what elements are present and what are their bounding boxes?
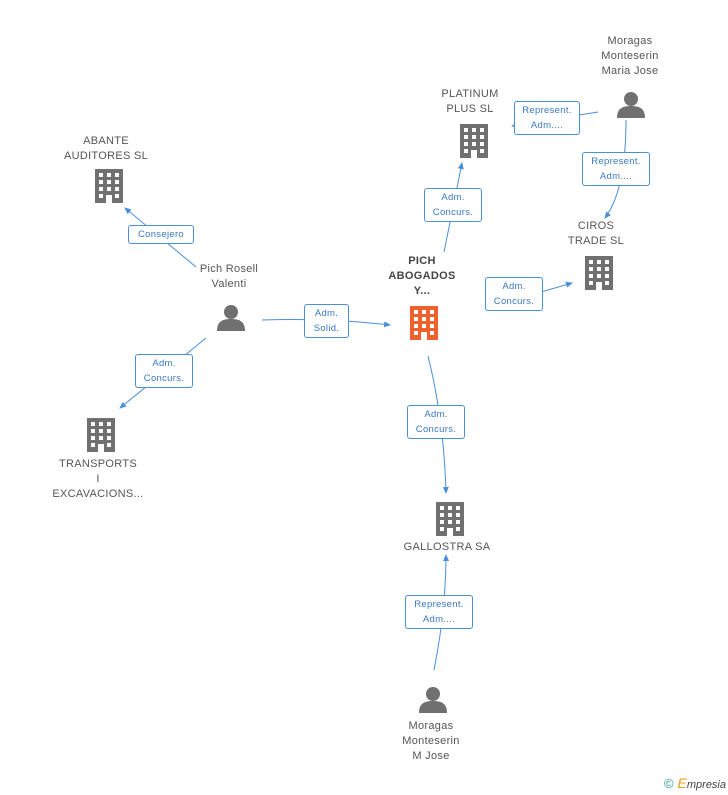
node-label-moragas-mjose[interactable]: Moragas Monteserin M Jose	[402, 720, 460, 762]
gallostra-building-icon[interactable]	[436, 502, 464, 536]
relation-adm-concurs-transports[interactable]: Adm. Concurs.	[135, 354, 193, 388]
pich-rosell-person-icon[interactable]	[217, 305, 245, 331]
transports-building-icon[interactable]	[87, 418, 115, 452]
moragas-maria-person-icon[interactable]	[617, 92, 645, 118]
relation-represent-gallostra[interactable]: Represent. Adm....	[405, 595, 473, 629]
ciros-building-icon[interactable]	[585, 256, 613, 290]
abante-building-icon[interactable]	[95, 169, 123, 203]
relation-consejero[interactable]: Consejero	[128, 225, 194, 244]
copyright-symbol: ©	[663, 776, 674, 791]
relation-represent-platinum[interactable]: Represent. Adm....	[514, 101, 580, 135]
node-label-platinum[interactable]: PLATINUM PLUS SL	[441, 88, 499, 115]
moragas-mjose-person-icon[interactable]	[419, 687, 447, 713]
node-label-gallostra[interactable]: GALLOSTRA SA	[403, 541, 491, 553]
relation-adm-concurs-gallostra[interactable]: Adm. Concurs.	[407, 405, 465, 439]
center-building-icon[interactable]	[410, 306, 438, 340]
relation-adm-concurs-ciros[interactable]: Adm. Concurs.	[485, 277, 543, 311]
relation-adm-concurs-platinum[interactable]: Adm. Concurs.	[424, 188, 482, 222]
node-label-pich-rosell[interactable]: Pich Rosell Valenti	[199, 263, 259, 290]
node-label-transports[interactable]: TRANSPORTS I EXCAVACIONS...	[52, 458, 144, 500]
node-label-moragas-maria[interactable]: Moragas Monteserin Maria Jose	[601, 35, 659, 77]
node-label-center[interactable]: PICH ABOGADOS Y...	[388, 255, 456, 297]
platinum-building-icon[interactable]	[460, 124, 488, 158]
node-label-abante[interactable]: ABANTE AUDITORES SL	[63, 135, 149, 162]
brand-logo: Empresia	[677, 775, 726, 791]
relation-adm-solid[interactable]: Adm. Solid.	[304, 304, 349, 338]
footer-brand[interactable]: ©Empresia	[664, 775, 726, 791]
node-label-ciros[interactable]: CIROS TRADE SL	[567, 220, 625, 247]
relation-represent-ciros[interactable]: Represent. Adm....	[582, 152, 650, 186]
